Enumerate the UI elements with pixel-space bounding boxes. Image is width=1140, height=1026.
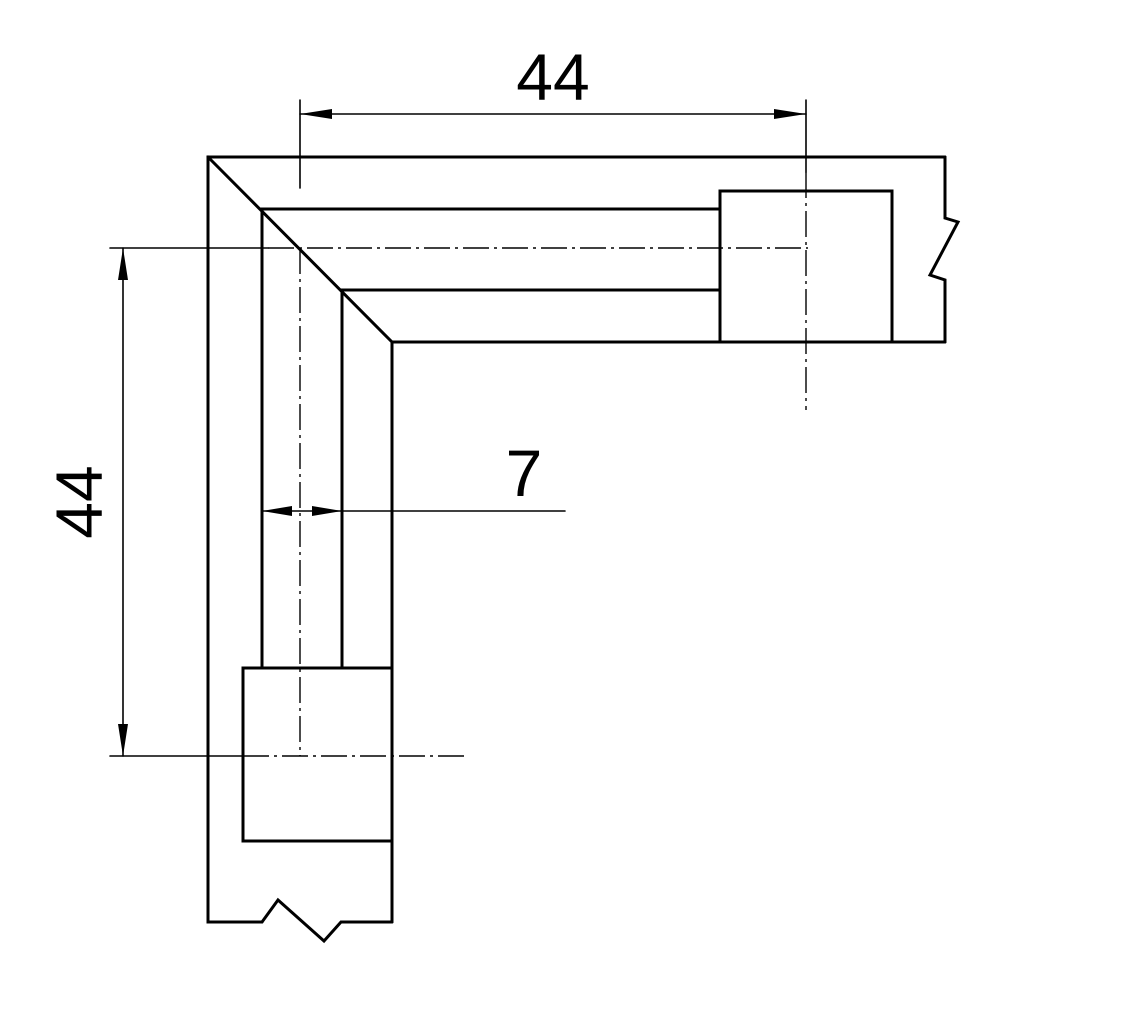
groove-inner-wall bbox=[340, 288, 722, 670]
groove-outer-wall bbox=[260, 207, 722, 670]
outer-edge bbox=[206, 155, 947, 924]
arrowhead-right bbox=[312, 506, 342, 516]
bottom-break-line bbox=[260, 897, 394, 944]
right-break-line bbox=[927, 155, 961, 344]
vertical-insert-block bbox=[241, 666, 394, 843]
inner-edge bbox=[390, 340, 947, 924]
arrowhead-left bbox=[262, 506, 292, 516]
dimension-left-height: 44 bbox=[42, 247, 269, 757]
dimension-top-width: 44 bbox=[299, 40, 807, 189]
arrowhead-top bbox=[118, 248, 128, 280]
dimension-label-top: 44 bbox=[516, 40, 589, 114]
dimension-wall-gap: 7 bbox=[261, 436, 566, 516]
dimension-label-left: 44 bbox=[42, 465, 116, 538]
dimension-label-gap: 7 bbox=[506, 436, 543, 510]
arrowhead-bottom bbox=[118, 724, 128, 756]
part-outline bbox=[206, 155, 961, 944]
arrowhead-left bbox=[300, 109, 332, 119]
arrowhead-right bbox=[774, 109, 806, 119]
center-lines bbox=[243, 172, 808, 757]
